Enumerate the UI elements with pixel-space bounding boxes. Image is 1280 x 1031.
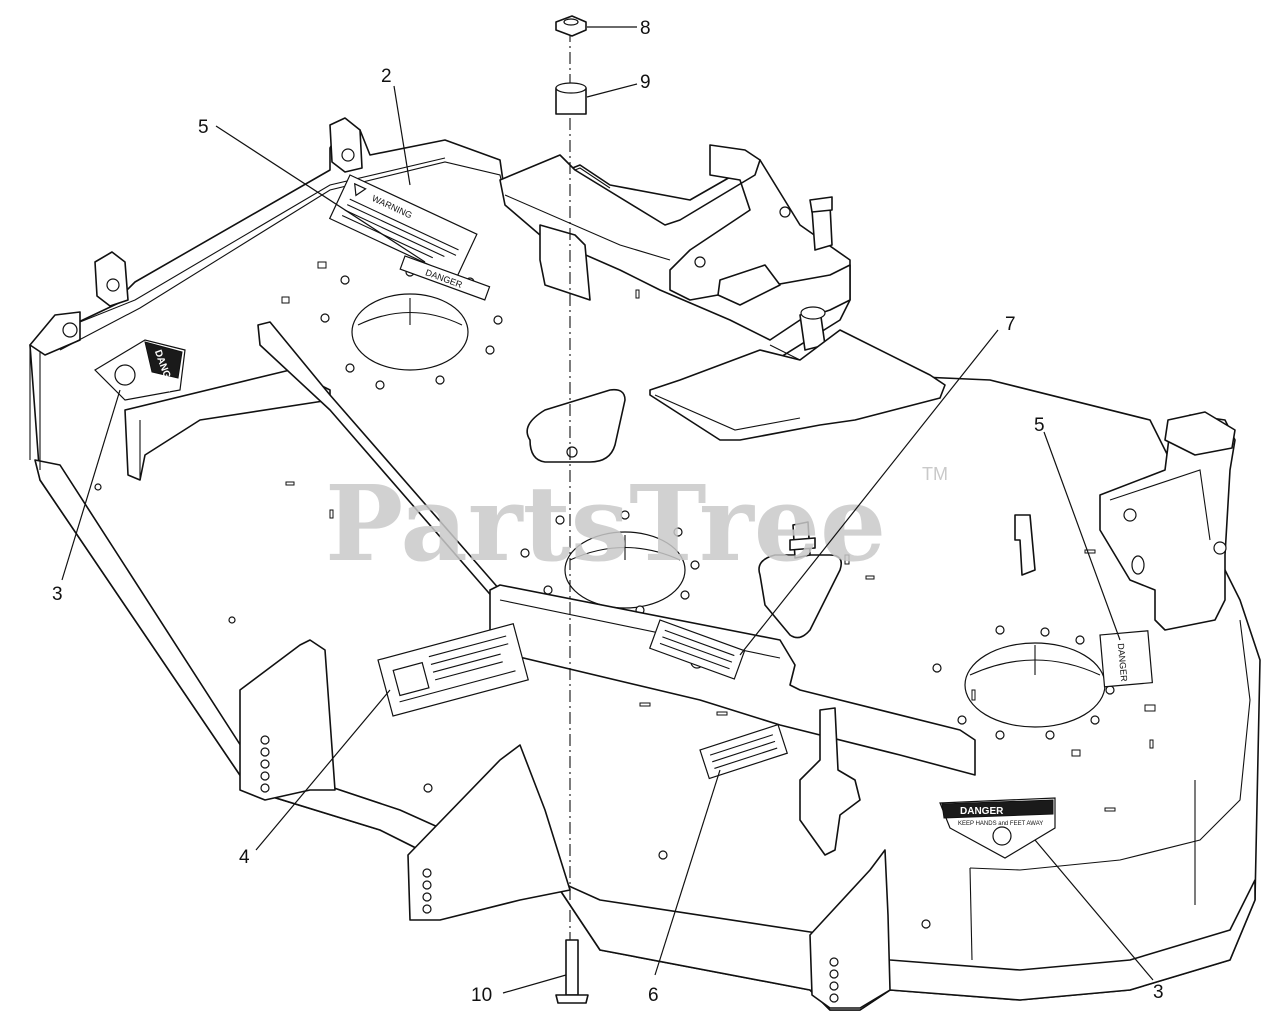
right-pulley-plate: [758, 554, 843, 639]
front-gussets: [94, 483, 931, 1009]
right-hitch-bracket: [1014, 411, 1236, 631]
callout-5-right: 5: [1034, 415, 1045, 436]
instruction-decal-4: [377, 623, 529, 717]
gusset-holes-left: [260, 735, 270, 793]
deck-top: [59, 161, 1156, 812]
nut-8: [555, 15, 587, 37]
callout-10: 10: [471, 985, 492, 1006]
bolt-10: [555, 939, 589, 1004]
callout-9: 9: [640, 72, 651, 93]
svg-text:DANGER: DANGER: [960, 806, 1004, 817]
trademark-symbol: TM: [922, 464, 948, 484]
callout-3-left: 3: [52, 584, 63, 605]
callouts: 2 5 3 3 4 5 6 7 8 9 10: [52, 18, 1164, 1006]
callout-5-top: 5: [198, 117, 209, 138]
gusset-holes-right: [829, 957, 839, 1003]
idler-bracket: [499, 144, 946, 441]
partstree-watermark: PartsTree: [325, 462, 886, 585]
left-pulley-plate: [526, 388, 626, 463]
decal-7: [648, 619, 746, 680]
callout-7: 7: [1005, 314, 1016, 335]
svg-text:KEEP HANDS and FEET AWAY: KEEP HANDS and FEET AWAY: [958, 821, 1043, 827]
callout-3-right: 3: [1153, 982, 1164, 1003]
gusset-holes-center: [422, 868, 432, 914]
svg-text:DANGER: DANGER: [1116, 643, 1129, 683]
decal-6: [699, 723, 789, 780]
callout-2: 2: [381, 66, 392, 87]
callout-8: 8: [640, 18, 651, 39]
callout-4: 4: [239, 847, 250, 868]
spacer-9: [555, 82, 587, 115]
callout-6: 6: [648, 985, 659, 1006]
danger-decal-right-side: DANGER: [1099, 630, 1153, 688]
danger-decal-left: DANGER: [94, 339, 186, 401]
danger-decal-right: DANGER KEEP HANDS and FEET AWAY: [939, 797, 1056, 859]
left-spindle-opening: [351, 293, 469, 371]
leader-lines: [61, 26, 1154, 994]
